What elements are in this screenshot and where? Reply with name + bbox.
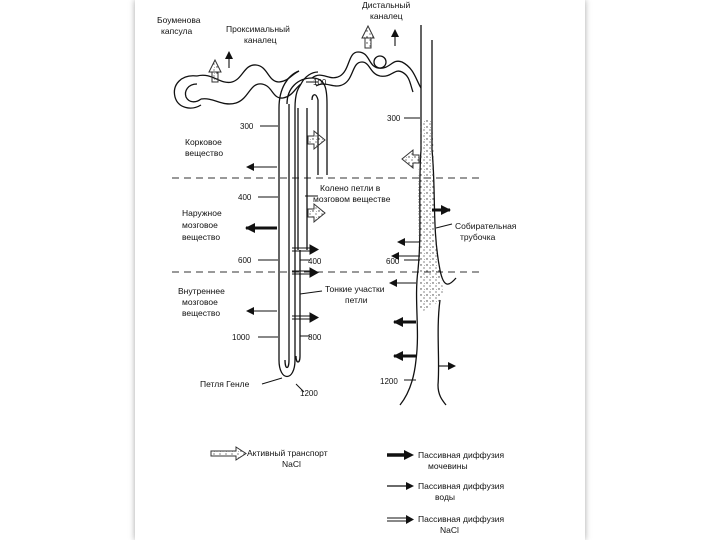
distal-convoluted-tubule (311, 51, 422, 93)
osm-tube-800: 800 (308, 333, 322, 342)
urea-diffusion-arrows (245, 205, 451, 361)
legend-water-diffusion: Пассивная диффузия воды (387, 481, 504, 502)
osm-left-300: 300 (240, 122, 254, 131)
osm-left-600: 600 (238, 256, 252, 265)
osm-right-600: 600 (386, 257, 400, 266)
active-transport-arrows (208, 24, 420, 224)
structure-labels: Боуменова капсула Проксимальный каналец … (157, 0, 517, 389)
legend-nacl-text-2: NaCl (440, 525, 459, 535)
proximal-label-1: Проксимальный (226, 24, 290, 34)
legend-urea-text-2: мочевины (428, 461, 468, 471)
legend-nacl-text-1: Пассивная диффузия (418, 514, 504, 524)
legend-active-transport: Активный транспорт NaCl (210, 446, 328, 469)
inner-medulla-label-3: вещество (182, 308, 220, 318)
bowman-label-1: Боуменова (157, 15, 201, 25)
legend: Активный транспорт NaCl Пассивная диффуз… (210, 446, 504, 535)
legend-active-text-2: NaCl (282, 459, 301, 469)
collecting-label-1: Собирательная (455, 221, 517, 231)
henle-loop-label: Петля Генле (200, 379, 250, 389)
inner-medulla-label-1: Внутреннее (178, 286, 225, 296)
outer-medulla-label-2: мозговое (182, 220, 218, 230)
legend-water-text-1: Пассивная диффузия (418, 481, 504, 491)
legend-urea-diffusion: Пассивная диффузия мочевины (387, 450, 504, 471)
outer-medulla-label-1: Наружное (182, 208, 222, 218)
collecting-duct-stipple (418, 120, 443, 312)
osm-right-1200: 1200 (380, 377, 398, 386)
inner-medulla-label-2: мозговое (182, 297, 218, 307)
legend-active-text-1: Активный транспорт (247, 448, 328, 458)
water-diffusion-arrows (225, 29, 456, 370)
osm-right-300: 300 (387, 114, 401, 123)
bowman-capsule (173, 75, 202, 109)
knee-label-1: Колено петли в (320, 183, 381, 193)
osmolarity-values: 300 400 600 1000 100 400 800 1200 300 60… (232, 78, 401, 398)
collecting-label-2: трубочка (460, 232, 496, 242)
distal-label-2: каналец (370, 11, 403, 21)
bowman-label-2: капсула (161, 26, 193, 36)
legend-nacl-diffusion: Пассивная диффузия NaCl (387, 514, 504, 535)
proximal-label-2: каналец (244, 35, 277, 45)
cortex-label-1: Корковое (185, 137, 222, 147)
legend-urea-text-1: Пассивная диффузия (418, 450, 504, 460)
osm-tube-100: 100 (313, 78, 327, 87)
thick-ascending-limb (295, 108, 308, 363)
osm-tube-400: 400 (308, 257, 322, 266)
thin-segments-label-2: петли (345, 295, 368, 305)
osm-tube-1200: 1200 (300, 389, 318, 398)
osmolarity-ticks (258, 81, 453, 393)
thin-segments-label-1: Тонкие участки (325, 284, 385, 294)
osm-left-1000: 1000 (232, 333, 250, 342)
cortex-label-2: вещество (185, 148, 223, 158)
proximal-convoluted-tubule (196, 64, 302, 105)
loop-of-henle (278, 70, 328, 378)
osm-left-400: 400 (238, 193, 252, 202)
outer-medulla-label-3: вещество (182, 232, 220, 242)
distal-label-1: Дистальный (362, 0, 410, 10)
knee-label-2: мозговом веществе (313, 194, 391, 204)
legend-water-text-2: воды (435, 492, 455, 502)
document-page (135, 0, 585, 540)
nacl-diffusion-arrows (292, 244, 320, 323)
